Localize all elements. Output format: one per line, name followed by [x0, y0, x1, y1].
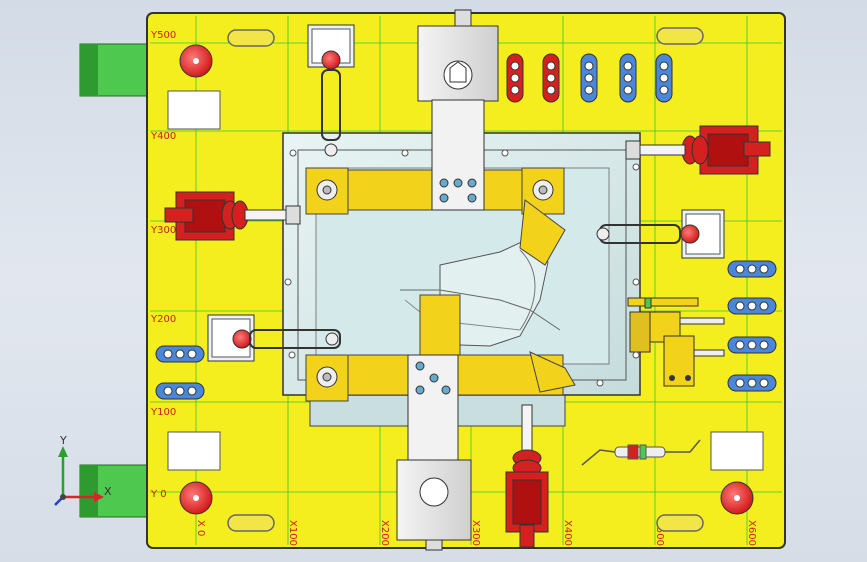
pin-blue-left-1	[155, 345, 205, 363]
cylinder-assembly-right	[627, 297, 725, 387]
clamp-top-left	[307, 24, 355, 157]
bolts	[284, 149, 640, 387]
x-label-500: X500	[654, 520, 665, 546]
x-label-0: X 0	[195, 520, 206, 536]
pin-blue-right-4	[727, 374, 777, 392]
oval-pins	[155, 53, 777, 400]
bottom-swing-arm	[396, 354, 472, 551]
top-arm-bar	[431, 99, 485, 211]
pin-blue-right-3	[727, 336, 777, 354]
bottom-arm-bar	[407, 354, 459, 466]
pin-blue-right-2	[727, 297, 777, 315]
toggle-clamp-left	[164, 191, 301, 241]
y-label-200: Y200	[150, 314, 176, 325]
x-label-400: X400	[562, 520, 573, 546]
lift-slot-bottom-left	[227, 514, 275, 532]
y-label-300: Y300	[150, 225, 176, 236]
y-label-400: Y400	[150, 131, 176, 142]
x-label-100: X100	[287, 520, 298, 546]
label-plate-top-left	[167, 90, 221, 130]
corner-locators	[179, 44, 754, 515]
pin-red-2	[542, 53, 560, 103]
clamp-right-mid	[596, 209, 725, 259]
x-axis-labels: X 0 X100 X200 X300 X400 X500 X600	[195, 520, 757, 546]
pin-red-1	[506, 53, 524, 103]
lift-slot-bottom-right	[656, 514, 704, 532]
axis-triad: Y X	[54, 434, 112, 506]
sensor-probe	[581, 439, 701, 466]
lift-slot-top-right	[656, 27, 704, 45]
y-label-100: Y100	[150, 407, 176, 418]
side-block-bottom-face	[80, 465, 98, 517]
pin-blue-2	[619, 53, 637, 103]
top-swing-arm	[417, 9, 499, 211]
y-label-0: Y 0	[150, 489, 167, 500]
clamp-left-mid	[207, 314, 341, 362]
label-plate-bottom-left	[167, 431, 221, 471]
x-label-600: X600	[746, 520, 757, 546]
pin-blue-3	[655, 53, 673, 103]
side-block-top-face	[80, 44, 98, 96]
y-label-500: Y500	[150, 30, 176, 41]
y-axis-labels: Y500 Y400 Y300 Y200 Y100 Y 0	[150, 30, 176, 500]
triad-y-label: Y	[59, 434, 67, 447]
toggle-clamp-right	[625, 125, 771, 175]
side-blocks	[79, 43, 151, 518]
toggle-clamp-bottom	[505, 404, 549, 548]
label-plate-bottom-right	[710, 431, 764, 471]
pin-blue-right-1	[727, 260, 777, 278]
label-plates	[167, 90, 764, 471]
triad-x-label: X	[104, 485, 112, 498]
x-label-300: X300	[470, 520, 481, 546]
pin-blue-1	[580, 53, 598, 103]
lift-slot-top-left	[227, 29, 275, 47]
pin-blue-left-2	[155, 382, 205, 400]
x-label-200: X200	[379, 520, 390, 546]
lifting-slots	[227, 27, 704, 532]
